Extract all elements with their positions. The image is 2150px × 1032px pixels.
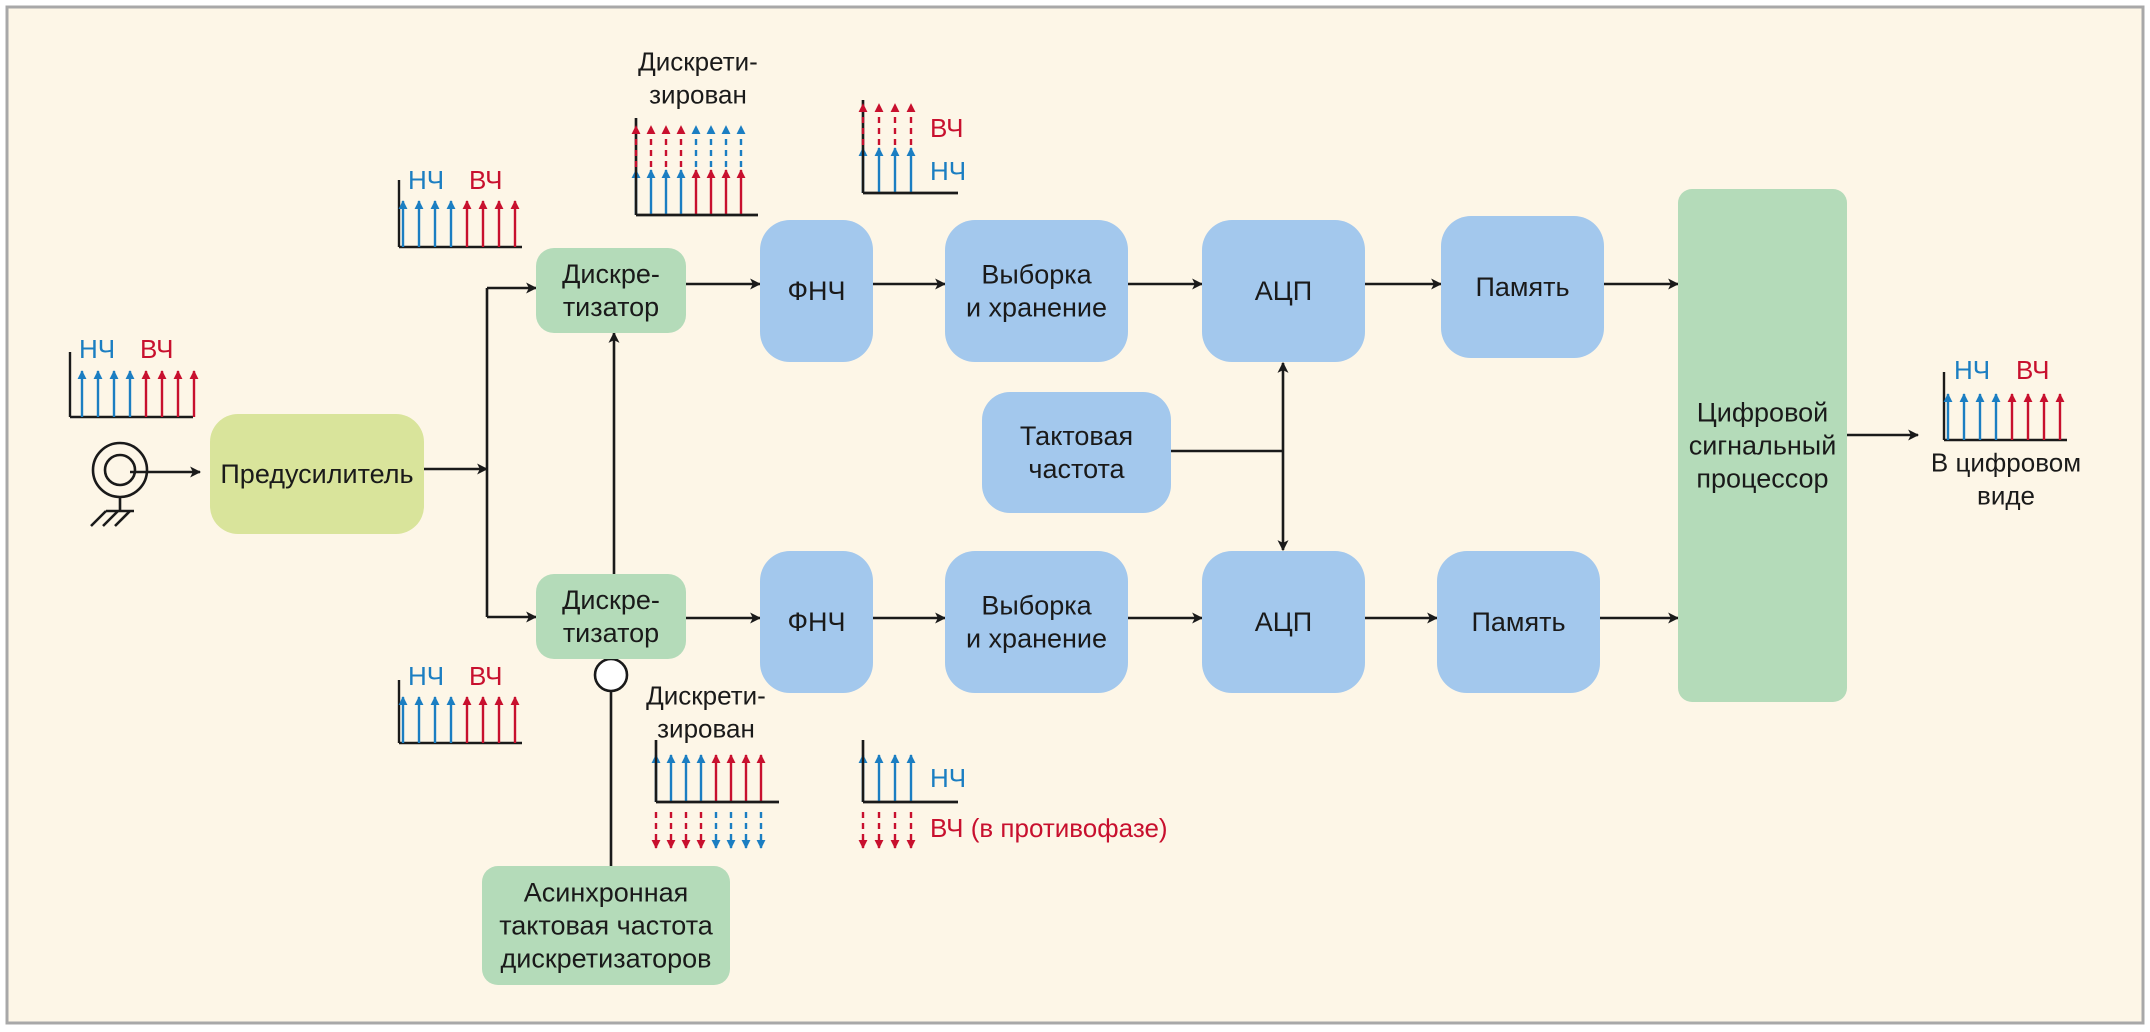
mem-bottom-block-label: Память [1471, 607, 1565, 637]
digital-output-label: В цифровом [1931, 448, 2081, 478]
hf-antiphase-label: ВЧ (в противофазе) [930, 813, 1168, 843]
async-clock-block-shape [482, 866, 730, 985]
clock-block-label: частота [1028, 454, 1125, 484]
connections [130, 278, 1920, 866]
mem-bottom-block-shape [1437, 551, 1600, 693]
clock-block-label: Тактовая [1020, 421, 1133, 451]
sampler-top-block: Дискре-тизатор [536, 248, 686, 333]
hf-label-top-in: ВЧ [469, 165, 503, 195]
antenna-icon [90, 441, 149, 527]
hf-label-bottom-in: ВЧ [469, 661, 503, 691]
dsp-block-shape [1678, 189, 1847, 702]
sh-top-block-label: и хранение [966, 293, 1107, 323]
sh-bottom-block-shape [945, 551, 1128, 693]
clock-block-shape [982, 392, 1171, 513]
dsp-block-label: Цифровой [1697, 398, 1828, 428]
lpf-bottom-block: ФНЧ [760, 551, 873, 693]
sampler-bottom-block-label: тизатор [563, 618, 659, 648]
dsp-block-label: сигнальный [1689, 431, 1837, 461]
adc-top-block: АЦП [1202, 220, 1365, 362]
lpf-top-block-shape [760, 220, 873, 362]
mem-bottom-block: Память [1437, 551, 1600, 693]
hf-label-output: ВЧ [2016, 355, 2050, 385]
spectrum-top-lpf-hf [858, 100, 958, 195]
spectrum-bottom-lpf-hf [858, 740, 958, 849]
sh-bottom-block-label: Выборка [981, 591, 1092, 621]
lf-label-top-in: НЧ [408, 165, 444, 195]
lpf-bottom-block-label: ФНЧ [787, 607, 845, 637]
clock-input-circle [593, 657, 629, 693]
lf-label-output: НЧ [1954, 355, 1990, 385]
spectrum-input [68, 352, 199, 419]
sampled-bottom-label: Дискрети- [646, 681, 766, 711]
digital-output-label: виде [1977, 481, 2035, 511]
hf-label-top-lpf: ВЧ [930, 113, 964, 143]
adc-bottom-block-shape [1202, 551, 1365, 693]
spectrum-top-sampled-upper [631, 118, 758, 217]
spectrum-bottom-in [397, 680, 522, 745]
lf-label-bottom-in: НЧ [408, 661, 444, 691]
preamp-block-shape [210, 414, 424, 534]
lpf-bottom-block-shape [760, 551, 873, 693]
adc-bottom-block: АЦП [1202, 551, 1365, 693]
sh-bottom-block-label: и хранение [966, 624, 1107, 654]
dsp-block-label: процессор [1696, 464, 1828, 494]
sampled-top-label: Дискрети- [638, 47, 758, 77]
async-clock-block-label: Асинхронная [524, 878, 689, 908]
spectrum-bottom-sampled-lower [651, 740, 779, 849]
mem-top-block-shape [1441, 216, 1604, 358]
preamp-block-label: Предусилитель [220, 459, 413, 489]
lf-label-top-lpf: НЧ [930, 156, 966, 186]
sampled-bottom-label: зирован [657, 714, 755, 744]
lf-label-input: НЧ [79, 334, 115, 364]
mem-top-block: Память [1441, 216, 1604, 358]
sampler-top-block-label: тизатор [563, 292, 659, 322]
spectrum-top-in [397, 180, 522, 249]
adc-top-block-shape [1202, 220, 1365, 362]
async-clock-block-label: тактовая частота [499, 911, 714, 941]
sampler-bottom-block: Дискре-тизатор [536, 574, 686, 659]
lpf-top-block: ФНЧ [760, 220, 873, 362]
sampler-top-block-shape [536, 248, 686, 333]
sampler-top-block-label: Дискре- [562, 259, 660, 289]
sampler-bottom-block-shape [536, 574, 686, 659]
preamp-block: Предусилитель [210, 414, 424, 534]
mem-top-block-label: Память [1475, 272, 1569, 302]
sampler-bottom-block-label: Дискре- [562, 585, 660, 615]
sh-top-block-label: Выборка [981, 260, 1092, 290]
sampled-top-label: зирован [649, 80, 747, 110]
async-clock-block-label: дискретизаторов [501, 944, 712, 974]
adc-bottom-block-label: АЦП [1255, 607, 1312, 637]
adc-top-block-label: АЦП [1255, 276, 1312, 306]
lpf-top-block-label: ФНЧ [787, 276, 845, 306]
sh-top-block-shape [945, 220, 1128, 362]
hf-label-input: ВЧ [140, 334, 174, 364]
spectrum-output [1942, 372, 2067, 442]
lf-label-bottom-lpf: НЧ [930, 763, 966, 793]
